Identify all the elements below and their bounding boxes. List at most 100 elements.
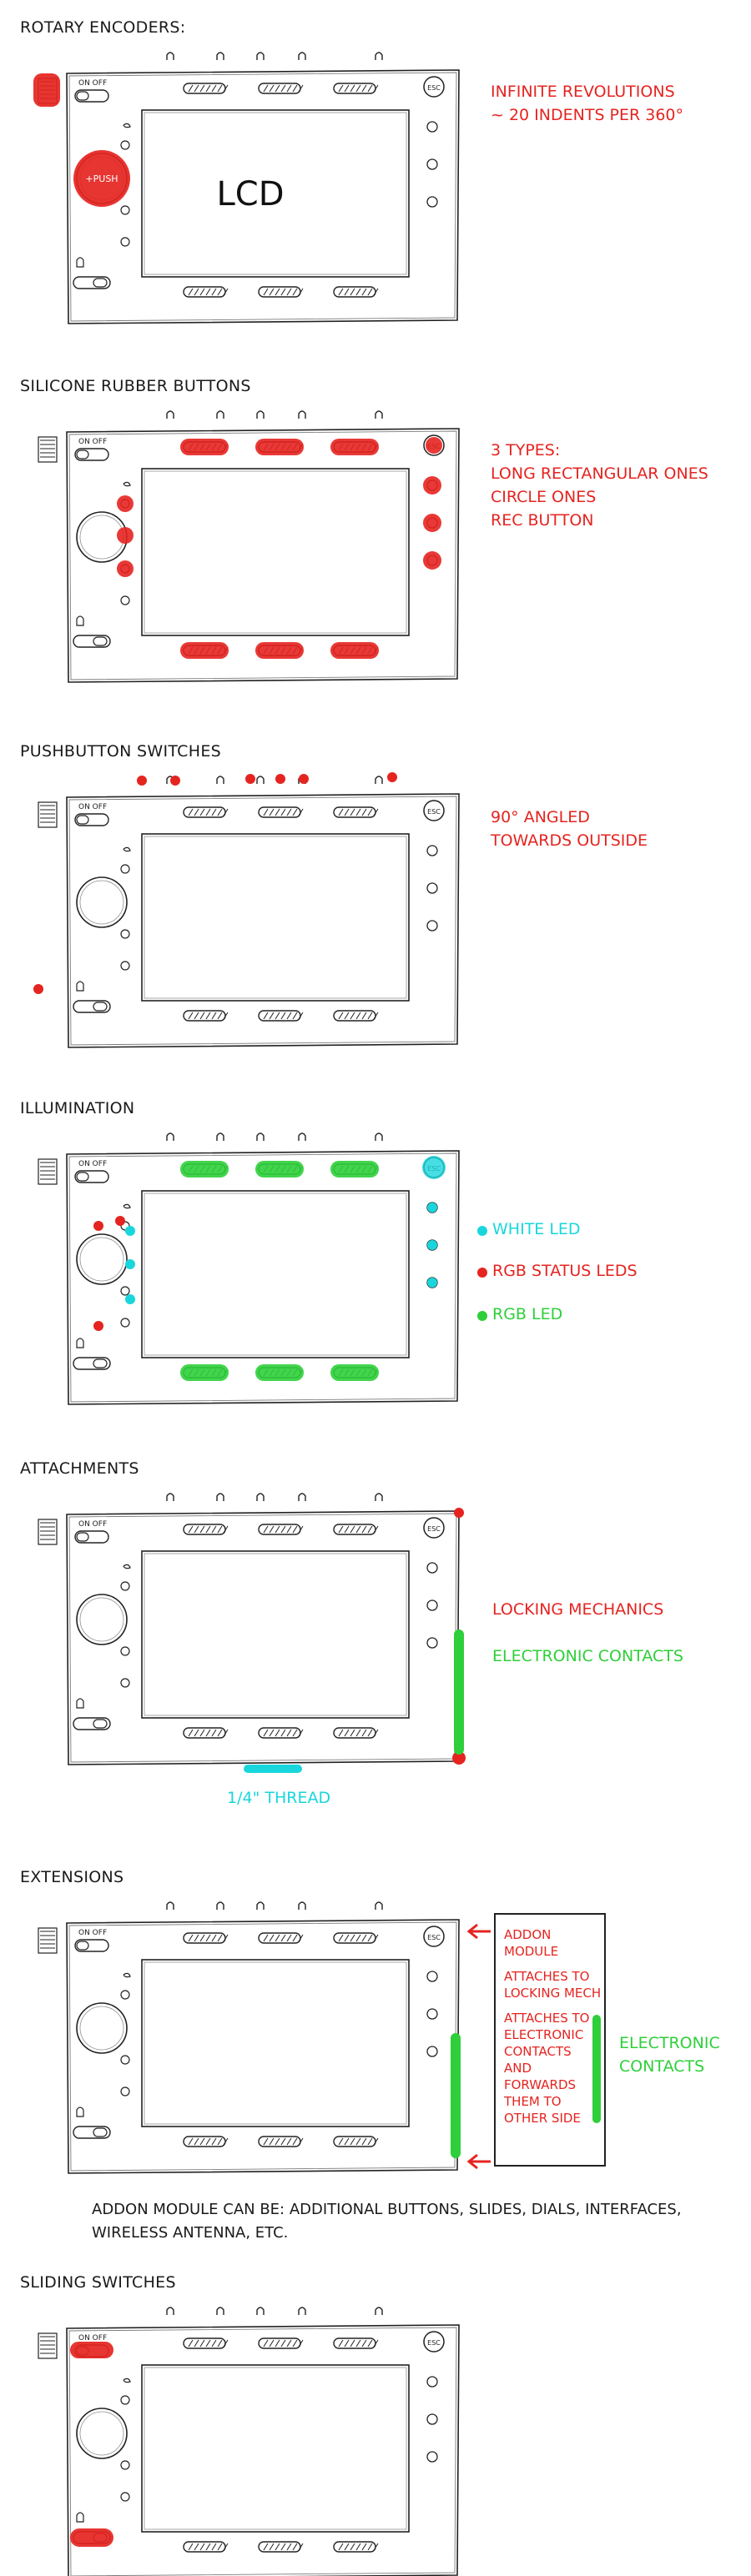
note-line: INFINITE REVOLUTIONS (491, 83, 675, 101)
right-round-button (426, 2413, 438, 2425)
euro-mark (123, 123, 131, 128)
left-round-button (120, 2086, 130, 2096)
euro-mark (123, 481, 131, 487)
stripe-hatch (199, 2137, 205, 2146)
euro-mark (123, 1203, 131, 1209)
rect-button-highlight (255, 1161, 304, 1178)
rotary-encoder-knob (76, 2002, 128, 2054)
stripe-hatch (338, 2543, 344, 2551)
rect-button (333, 1932, 376, 1944)
on-off-label: ON OFF (78, 79, 107, 88)
stripe-hatch (350, 808, 355, 816)
stripe-hatch (269, 84, 275, 93)
rect-button (183, 1727, 226, 1739)
stripe-hatch (223, 2543, 229, 2551)
stripe-hatch (367, 288, 373, 296)
stripe-hatch (223, 2339, 229, 2348)
top-pushbutton (256, 410, 265, 419)
addon-line: AND FORWARDS (504, 2061, 577, 2092)
device-body (66, 2324, 460, 2576)
right-round-button (426, 2046, 438, 2057)
stripe-hatch (188, 1934, 194, 1942)
stripe-hatch (355, 1934, 361, 1942)
right-round-button (426, 845, 438, 856)
esc-label: ESC (427, 1934, 441, 1941)
stripe-hatch (350, 2543, 355, 2551)
white-led (427, 1203, 437, 1213)
stripe-hatch (292, 1525, 298, 1534)
locking-point-top (454, 1508, 464, 1518)
top-slide-switch (74, 89, 109, 103)
electronic-contacts-label: ELECTRONIC CONTACTS (492, 1647, 683, 1665)
addon-footer-text: ADDON MODULE CAN BE: ADDITIONAL BUTTONS,… (92, 2198, 682, 2245)
top-pushbutton (216, 2307, 224, 2315)
bottom-slide-knob (93, 1358, 108, 1368)
rect-button (258, 1010, 301, 1022)
stripe-hatch (275, 1012, 280, 1020)
device-body-inner (68, 72, 457, 322)
lock-icon (76, 257, 84, 268)
stripe-hatch (350, 1729, 355, 1737)
status-led (115, 1216, 125, 1226)
right-round-button (426, 121, 438, 133)
slide-switch-highlight (70, 2342, 113, 2358)
stripe-hatch (194, 288, 199, 296)
rect-button-highlight (180, 439, 229, 455)
arrow-bottom (466, 2153, 491, 2170)
note-line: CIRCLE ONES (491, 488, 597, 506)
stripe-hatch (367, 2137, 373, 2146)
status-led (93, 1221, 103, 1231)
note-line: TOWARDS OUTSIDE (491, 831, 648, 850)
stripe-hatch (211, 2339, 217, 2348)
stripe-hatch (217, 1012, 223, 1020)
stripe-hatch (286, 1525, 292, 1534)
stripe-hatch (269, 1525, 275, 1534)
on-off-label: ON OFF (78, 803, 107, 811)
stripe-hatch (361, 2137, 367, 2146)
stripe-hatch (344, 2543, 350, 2551)
stripe-hatch (194, 2543, 199, 2551)
stripe-hatch (194, 1012, 199, 1020)
top-pushbutton (216, 410, 224, 419)
electronic-contact-strip (451, 2033, 461, 2158)
stripe-hatch (350, 2137, 355, 2146)
bottom-slide-switch (73, 1357, 111, 1370)
stripe-hatch (188, 288, 194, 296)
section-title: ILLUMINATION (20, 1099, 135, 1117)
rect-button (333, 1010, 376, 1022)
stripe-hatch (350, 2339, 355, 2348)
stripe-hatch (269, 1934, 275, 1942)
note-line: CONTACTS (619, 2057, 705, 2076)
rect-button (333, 1727, 376, 1739)
stripe-hatch (355, 1525, 361, 1534)
stripe-hatch (338, 1934, 344, 1942)
stripe-hatch (205, 84, 211, 93)
stripe-hatch (211, 1012, 217, 1020)
euro-mark (123, 1564, 131, 1569)
esc-button (423, 434, 445, 456)
stripe-hatch (344, 1525, 350, 1534)
top-pushbutton (375, 410, 383, 419)
rect-button (183, 286, 226, 298)
right-round-button (426, 2008, 438, 2020)
esc-button (423, 76, 445, 98)
on-off-label: ON OFF (78, 1520, 107, 1529)
lcd-screen-inner (144, 1961, 407, 2125)
top-pushbutton (256, 52, 265, 60)
rect-button-highlight (330, 439, 379, 455)
euro-mark (123, 846, 131, 852)
stripe-hatch (269, 1012, 275, 1020)
stripe-hatch (361, 1934, 367, 1942)
stripe-hatch (211, 1729, 217, 1737)
stripe-hatch (217, 84, 223, 93)
stripe-hatch (263, 288, 269, 296)
stripe-hatch (188, 2543, 194, 2551)
esc-label: ESC (427, 2339, 441, 2347)
